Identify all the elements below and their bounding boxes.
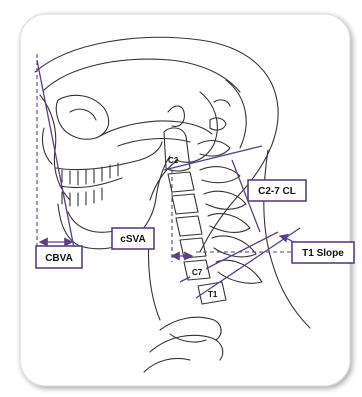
c2-level-label: C2	[168, 156, 179, 165]
c2-7-cl-label: C2-7 CL	[258, 186, 296, 197]
t1-level-label: T1	[208, 290, 218, 299]
c2-7-cl-callout: C2-7 CL	[248, 180, 306, 201]
t1-slope-callout: T1 Slope	[292, 242, 354, 263]
cbva-label: CBVA	[45, 253, 73, 264]
c7-level-label: C7	[192, 268, 203, 277]
csva-callout: cSVA	[112, 228, 154, 249]
csva-label: cSVA	[120, 234, 145, 245]
t1-slope-label: T1 Slope	[302, 248, 344, 259]
cbva-callout: CBVA	[36, 246, 82, 268]
